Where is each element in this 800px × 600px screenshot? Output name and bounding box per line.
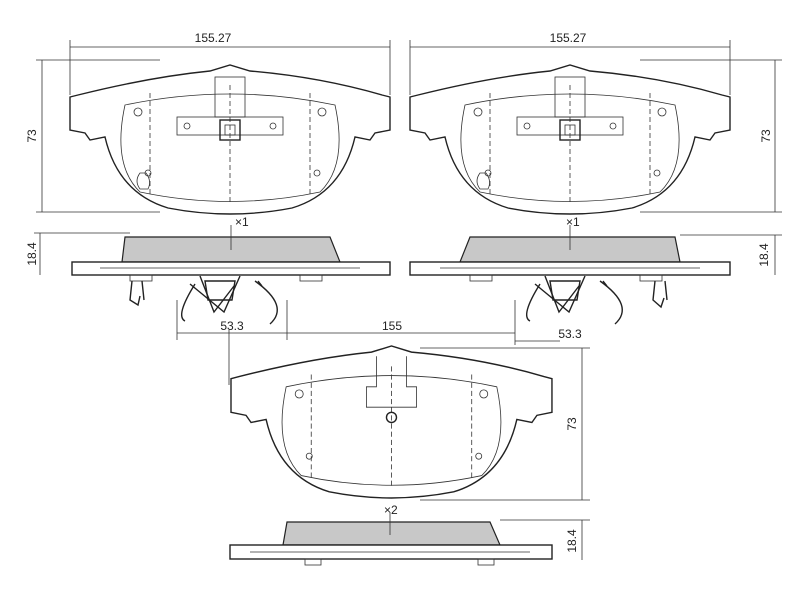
top-left-height-label: 73 (25, 129, 39, 143)
clip-dimensions: 53.3 155 53.3 (176, 300, 582, 385)
top-left-height-dimension: 73 (25, 59, 160, 213)
bottom-height-dimension: 73 (420, 347, 590, 501)
top-right-pad-side-view: ×1 18.4 (409, 215, 782, 309)
top-right-height-label: 73 (759, 129, 773, 143)
top-right-quantity-label: ×1 (566, 215, 580, 229)
top-right-pad-face-view (409, 64, 731, 215)
overall-clip-span-label: 155 (382, 319, 402, 333)
top-left-pad-side-view: ×1 18.4 (25, 215, 391, 307)
left-clip-span-label: 53.3 (220, 319, 244, 333)
top-left-thickness-label: 18.4 (25, 242, 39, 266)
right-retaining-clip (525, 275, 623, 325)
top-right-height-dimension: 73 (640, 59, 782, 213)
top-left-quantity-label: ×1 (235, 215, 249, 229)
left-retaining-clip (180, 275, 278, 325)
top-left-width-label: 155.27 (195, 31, 232, 45)
top-left-pad-face-view (69, 64, 391, 215)
right-clip-span-label: 53.3 (558, 327, 582, 341)
top-right-thickness-label: 18.4 (757, 243, 771, 267)
top-right-width-dimension: 155.27 (409, 31, 731, 95)
bottom-pad-side-view: ×2 18.4 (229, 503, 590, 566)
bottom-thickness-label: 18.4 (565, 529, 579, 553)
bottom-height-label: 73 (565, 417, 579, 431)
bottom-pad-face-view (230, 345, 553, 499)
top-right-width-label: 155.27 (550, 31, 587, 45)
bottom-quantity-label: ×2 (384, 503, 398, 517)
top-left-width-dimension: 155.27 (69, 31, 391, 95)
